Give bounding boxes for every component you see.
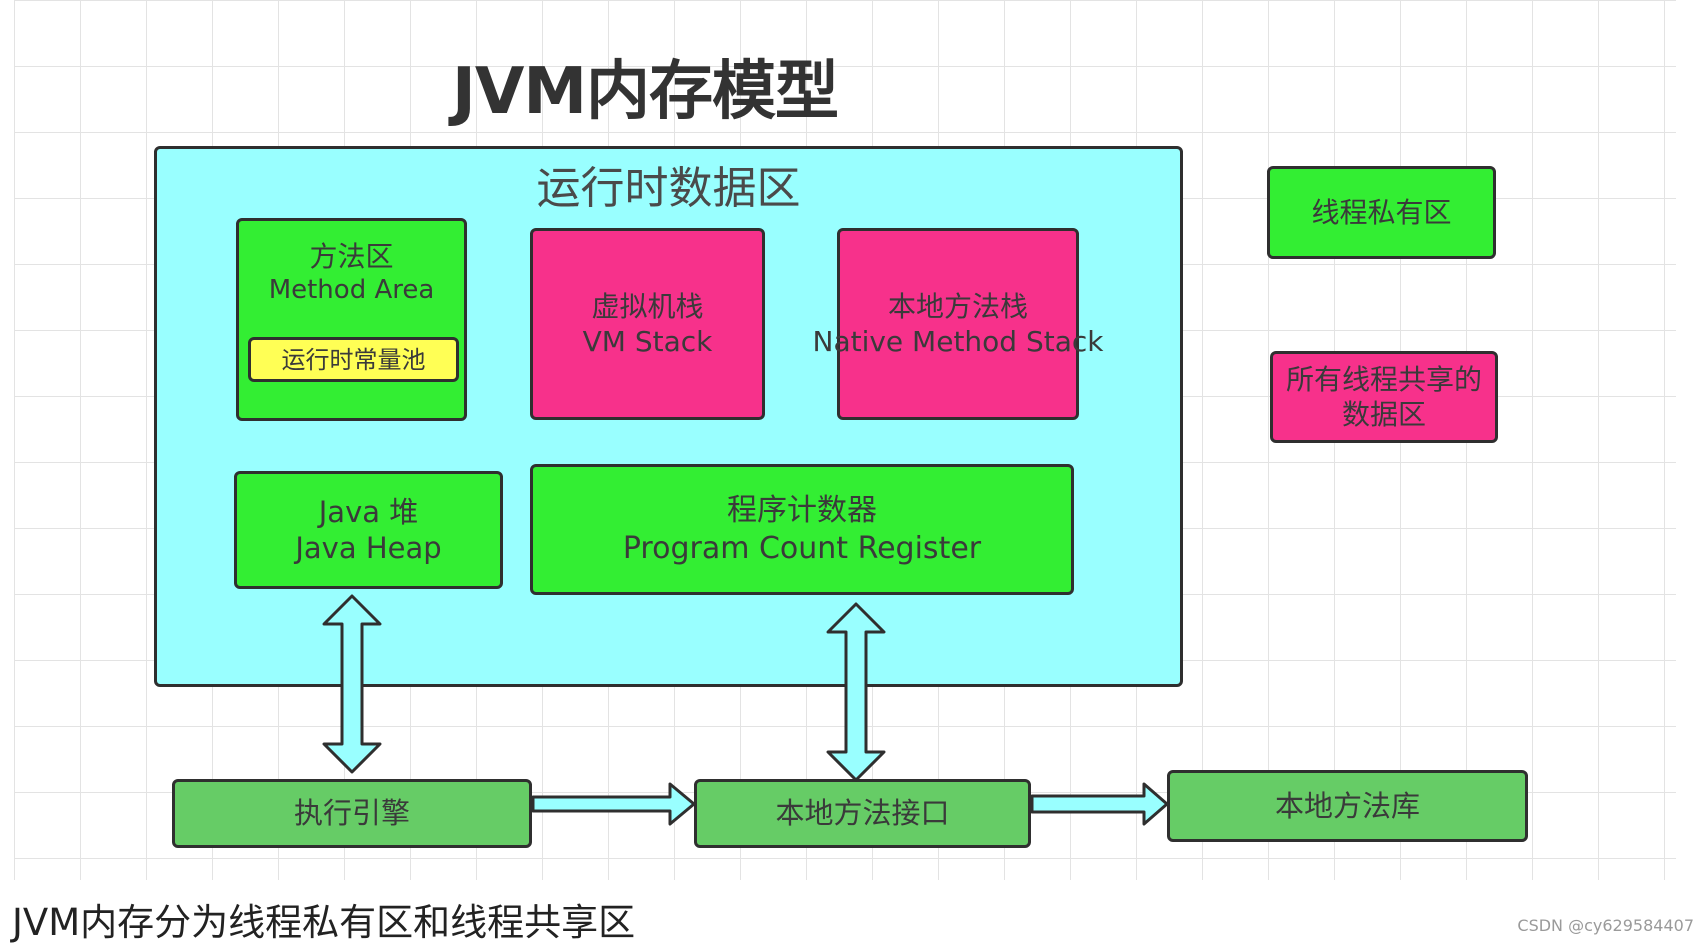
native-method-stack-en: Native Method Stack: [812, 325, 1104, 358]
diagram-title: JVM内存模型: [452, 55, 839, 129]
runtime-data-area-label: 运行时数据区: [536, 163, 801, 214]
native-interface-box: 本地方法接口: [694, 779, 1031, 848]
legend-thread-private: 线程私有区: [1267, 166, 1496, 259]
native-library-box: 本地方法库: [1167, 770, 1528, 842]
java-heap-en: Java Heap: [295, 531, 442, 565]
vm-stack-box: 虚拟机栈 VM Stack: [530, 228, 765, 420]
runtime-constant-pool-label: 运行时常量池: [281, 345, 426, 374]
caption-text: JVM内存分为线程私有区和线程共享区: [12, 901, 636, 944]
legend-thread-shared-line1: 所有线程共享的: [1285, 363, 1482, 396]
program-counter-box: 程序计数器 Program Count Register: [530, 464, 1074, 595]
program-counter-en: Program Count Register: [622, 530, 982, 566]
java-heap-box: Java 堆 Java Heap: [234, 471, 503, 589]
method-area-box: 方法区 Method Area: [236, 218, 467, 421]
native-library-label: 本地方法库: [1274, 788, 1420, 823]
method-area-zh: 方法区: [309, 240, 394, 273]
vm-stack-en: VM Stack: [582, 325, 713, 358]
watermark: CSDN @cy629584407: [1517, 916, 1694, 935]
execution-engine-box: 执行引擎: [172, 779, 532, 848]
runtime-constant-pool-box: 运行时常量池: [248, 337, 459, 382]
execution-engine-label: 执行引擎: [293, 796, 410, 831]
program-counter-zh: 程序计数器: [727, 493, 877, 528]
vm-stack-zh: 虚拟机栈: [591, 290, 704, 323]
native-method-stack-zh: 本地方法栈: [887, 290, 1028, 323]
native-method-stack-box: 本地方法栈 Native Method Stack: [813, 228, 1104, 420]
legend-thread-shared-line2: 数据区: [1341, 398, 1426, 431]
method-area-en: Method Area: [268, 275, 435, 305]
native-interface-label: 本地方法接口: [775, 796, 950, 831]
legend-thread-private-label: 线程私有区: [1311, 196, 1452, 229]
legend-thread-shared: 所有线程共享的 数据区: [1270, 351, 1498, 443]
java-heap-zh: Java 堆: [318, 494, 419, 529]
